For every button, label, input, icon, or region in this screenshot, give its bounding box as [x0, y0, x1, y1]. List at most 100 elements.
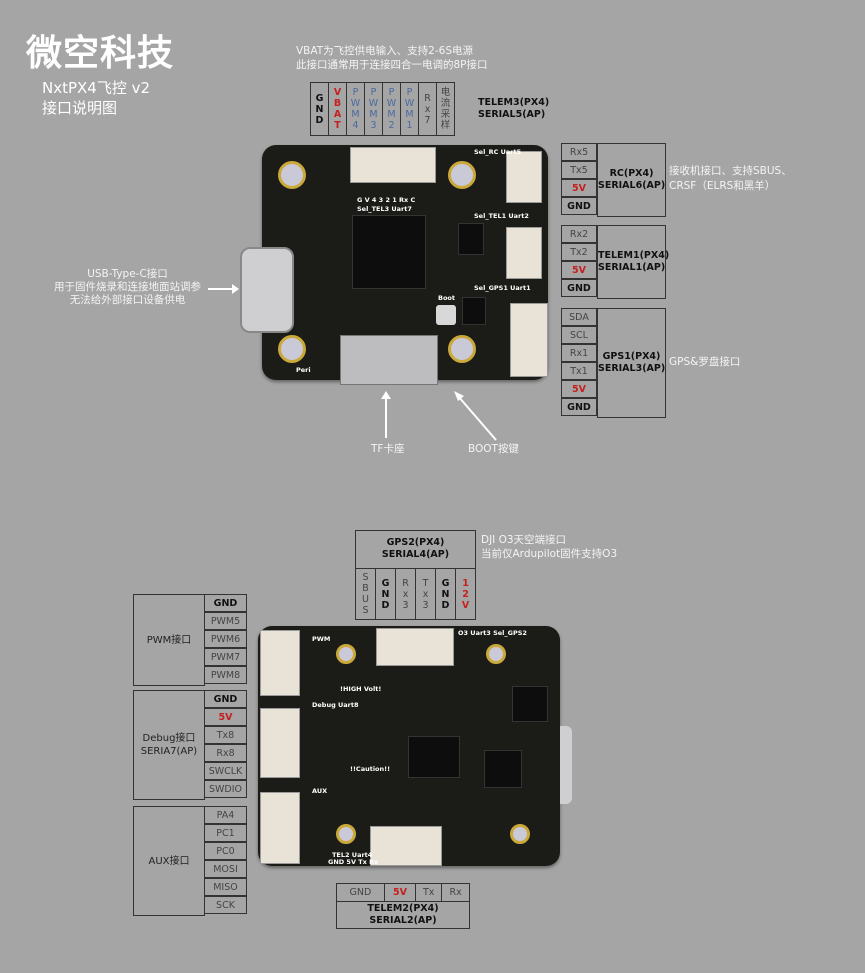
mounting-hole [336, 644, 356, 664]
usb-c-port [240, 247, 294, 333]
rc-note: 接收机接口、支持SBUS、 CRSF（ELRS和黑羊） [669, 164, 792, 194]
silk-text: G V 4 3 2 1 Rx C [357, 196, 416, 204]
pin-cell: Rx1 [561, 344, 597, 362]
pin-cell: GND [561, 197, 597, 215]
tf-arrow [385, 398, 387, 438]
debug-label: Debug接口 SERIA7(AP) [133, 690, 205, 800]
aux-connector [260, 792, 300, 864]
silk-text: AUX [312, 787, 328, 795]
pin-cell: 5V [561, 380, 597, 398]
label-line: SERIA7(AP) [140, 746, 198, 757]
pin-cell: PWM6 [204, 630, 247, 648]
label-line: SERIAL2(AP) [369, 915, 437, 926]
pin-cell: MOSI [204, 860, 247, 878]
arrow-head-icon [381, 391, 391, 399]
boot-arrow [454, 391, 497, 441]
mounting-hole [448, 335, 476, 363]
pin-cell: SWCLK [204, 762, 247, 780]
pin-cell: PWM5 [204, 612, 247, 630]
pin-cell: Tx [415, 883, 443, 902]
pin-label: Tx3 [422, 577, 429, 611]
product-title: NxtPX4飞控 v2 接口说明图 [42, 78, 150, 118]
pin-label: GND [441, 577, 450, 611]
telem2-connector [370, 826, 442, 866]
pin-cell: SBUS [355, 568, 376, 620]
pin-cell: PWM8 [204, 666, 247, 684]
product-name: NxtPX4飞控 v2 [42, 79, 151, 97]
pin-cell: Rx [441, 883, 470, 902]
boot-button[interactable] [436, 305, 456, 325]
gps2-note: DJI O3天空端接口 当前仅Ardupilot固件支持O3 [481, 533, 617, 561]
label-line: TELEM2(PX4) [367, 903, 439, 914]
pin-label: GND [315, 92, 324, 126]
pin-cell: GND [336, 883, 385, 902]
pin-cell: PWM7 [204, 648, 247, 666]
pin-cell: Tx5 [561, 161, 597, 179]
label-line: GPS1(PX4) [602, 351, 661, 362]
label-line: SERIAL4(AP) [381, 549, 450, 560]
pin-cell: GND [310, 82, 329, 136]
silk-text: GND 5V Tx Rx [328, 858, 379, 866]
label-line: GPS2(PX4) [386, 537, 445, 548]
pin-cell: PWM2 [382, 82, 401, 136]
pwm-connector [260, 630, 300, 696]
aux-label: AUX接口 [133, 806, 205, 916]
gps1-note: GPS&罗盘接口 [669, 356, 741, 368]
pin-cell: 5V [383, 883, 417, 902]
pin-cell: PA4 [204, 806, 247, 824]
pin-cell: Tx3 [415, 568, 436, 620]
pin-cell: Rx3 [395, 568, 416, 620]
pin-cell: 5V [561, 179, 597, 197]
pin-label: Rx7 [424, 92, 431, 126]
label-line: Debug接口 [142, 733, 196, 744]
pin-label: PWM3 [368, 87, 379, 131]
mounting-hole [278, 161, 306, 189]
chip [484, 750, 522, 788]
pin-cell: PWM3 [364, 82, 383, 136]
silk-text: TEL2 Uart4 [332, 851, 373, 859]
label-line: SERIAL3(AP) [598, 363, 666, 374]
flight-controller-board-bottom: PWM Debug Uart8 AUX !HIGH Volt! !!Cautio… [258, 626, 572, 866]
label-line: SERIAL1(AP) [598, 262, 666, 273]
pin-cell: GND [561, 279, 597, 297]
pin-cell: SWDIO [204, 780, 247, 798]
arrow-head-icon [232, 284, 239, 294]
rc-label: RC(PX4)SERIAL6(AP) [597, 143, 666, 217]
chip [512, 686, 548, 722]
mounting-hole [486, 644, 506, 664]
pin-label: SBUS [362, 572, 369, 616]
pin-label: 电流采样 [440, 87, 451, 131]
silk-text: Sel_RC Uart5 [474, 148, 522, 156]
telem3-label: TELEM3(PX4) SERIAL5(AP) [478, 97, 549, 121]
mcu-chip [352, 215, 426, 289]
telem2-label-cell: TELEM2(PX4) SERIAL2(AP) [336, 901, 470, 929]
silk-text: Sel_TEL3 Uart7 [357, 205, 412, 213]
pin-cell: SCK [204, 896, 247, 914]
pin-cell: Tx2 [561, 243, 597, 261]
pin-cell: PC0 [204, 842, 247, 860]
silk-text: !!Caution!! [350, 765, 391, 773]
silk-text: Debug Uart8 [312, 701, 359, 709]
pin-label: PWM4 [350, 87, 361, 131]
mounting-hole [510, 824, 530, 844]
tf-label: TF卡座 [371, 443, 405, 455]
note-line: USB-Type-C接口 [87, 268, 168, 280]
telem2-label: TELEM2(PX4) SERIAL2(AP) [337, 903, 469, 927]
boot-label: BOOT按键 [468, 443, 519, 455]
telem1-connector [506, 227, 542, 279]
note-line: 接收机接口、支持SBUS、 [669, 165, 792, 177]
usb-note: USB-Type-C接口 用于固件烧录和连接地面站调参 无法给外部接口设备供电 [40, 268, 215, 307]
pin-cell: Rx2 [561, 225, 597, 243]
pin-cell: PC1 [204, 824, 247, 842]
diagram-title: 接口说明图 [42, 99, 118, 117]
note-line: CRSF（ELRS和黑羊） [669, 180, 776, 192]
vbat-note: VBAT为飞控供电输入、支持2-6S电源 此接口通常用于连接四合一电调的8P接口 [296, 44, 488, 72]
mounting-hole [448, 161, 476, 189]
pin-cell: GND [561, 398, 597, 416]
rc-connector [506, 151, 542, 203]
label-line: AUX接口 [148, 855, 190, 867]
label-line: PWM接口 [146, 634, 192, 646]
gps1-connector [510, 303, 548, 377]
